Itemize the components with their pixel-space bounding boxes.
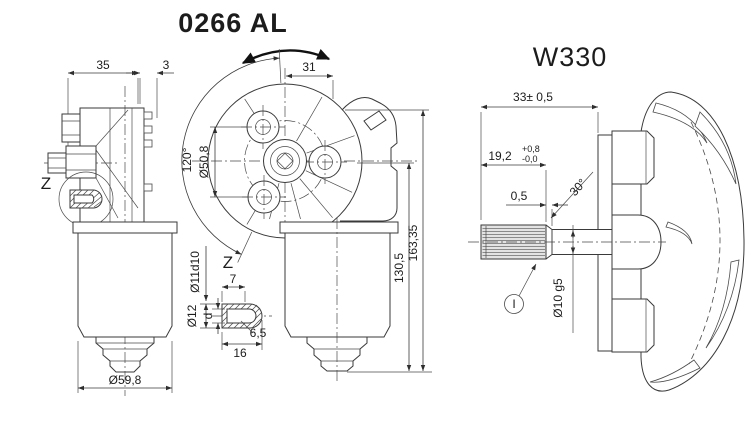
dim-chamfer-width-label: 0,5 bbox=[511, 189, 528, 203]
side-view-gearbox-outline bbox=[47, 107, 153, 222]
side-view-detail-ref-label: Z bbox=[41, 174, 51, 193]
detail-z-label: Z bbox=[223, 253, 233, 272]
dim-shaft-diameter-label: Ø10 g5 bbox=[551, 278, 565, 318]
detail-z-slot bbox=[221, 303, 263, 329]
dim-shaft-length-label: 33± 0,5 bbox=[513, 90, 553, 104]
spline-tol-minus-label: -0,0 bbox=[522, 154, 538, 164]
model-title-left: 0266 AL bbox=[178, 8, 288, 38]
dim-pin-diameter-label: Ø11d10 bbox=[188, 251, 202, 293]
sweep-angle-annotation: 120° bbox=[180, 48, 282, 263]
dim-outer-diameter-label: Ø12 bbox=[185, 304, 199, 327]
dim-offset-top-label: 31 bbox=[302, 60, 316, 74]
side-view-detail-z-area: Z bbox=[41, 171, 114, 227]
dim-inner-diameter-label: d bbox=[201, 313, 215, 320]
spline-tol-plus-label: +0,8 bbox=[522, 144, 540, 154]
dim-spline-length-label: 19,2 bbox=[488, 149, 512, 163]
side-view: 35 3 bbox=[41, 58, 178, 396]
dim-body-diameter-label: Ø59,8 bbox=[109, 373, 142, 387]
shaft-view: 33± 0,5 19,2 +0,8 -0,0 0,5 30° Ø10 g5 I bbox=[468, 90, 745, 392]
shaft-view-housing bbox=[597, 91, 745, 392]
dim-flat-length-label: 7 bbox=[230, 272, 237, 286]
front-view-right-attachment bbox=[340, 96, 398, 222]
dim-sweep-angle-label: 120° bbox=[180, 147, 194, 172]
spline-balloon-callout: I bbox=[504, 263, 537, 314]
oscillation-arrow-icon bbox=[241, 49, 331, 65]
dim-height-to-center-label: 130,5 bbox=[392, 253, 406, 283]
front-view-motor-body bbox=[279, 218, 399, 382]
balloon-label: I bbox=[512, 297, 515, 311]
dim-slot-length-label: 16 bbox=[233, 346, 247, 360]
front-view-shaft-hub bbox=[263, 139, 307, 183]
dim-gap-top-label: 3 bbox=[163, 58, 170, 72]
detail-z-view: Z Ø11d10 7 bbox=[185, 246, 272, 360]
front-view: 120° bbox=[180, 48, 432, 382]
front-view-bolt-bosses bbox=[241, 105, 347, 219]
model-title-right: W330 bbox=[533, 42, 608, 72]
dim-end-radius-label: 6,5 bbox=[250, 326, 267, 340]
side-view-motor-body bbox=[72, 221, 178, 373]
shaft-view-output-shaft bbox=[468, 224, 666, 260]
dim-bolt-circle-label: Ø50,8 bbox=[197, 145, 211, 178]
dim-width-top-label: 35 bbox=[96, 58, 110, 72]
dim-height-total-label: 163,35 bbox=[406, 224, 420, 261]
